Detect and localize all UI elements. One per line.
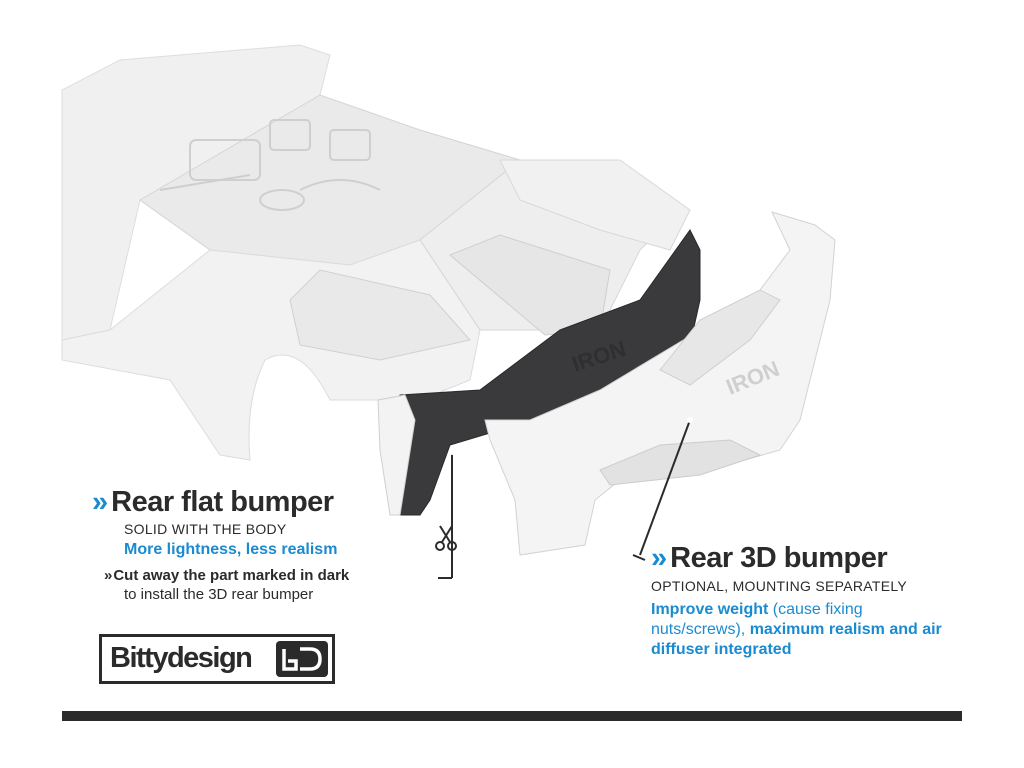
bumper-diffuser [599, 439, 762, 486]
engine-details [159, 119, 381, 211]
right-leader-line [639, 419, 691, 556]
footer-divider-bar [62, 711, 962, 721]
double-chevron-right-icon: » [651, 542, 667, 574]
bd-logo-icon [276, 641, 328, 677]
rear-3d-bumper-benefit: Improve weight (cause fixing nuts/screws… [651, 601, 942, 658]
cut-instruction-cont: to install the 3D rear bumper [124, 586, 314, 603]
left-leader-dot [449, 449, 455, 455]
logo-text: Bittydesign [110, 642, 253, 674]
rear-3d-bumper-subtitle: OPTIONAL, MOUNTING SEPARATELY [651, 578, 908, 594]
rear-3d-bumper-title: »Rear 3D bumper [651, 542, 888, 574]
rear-flat-bumper-title: »Rear flat bumper [92, 486, 334, 518]
rear-hatch-panel [449, 234, 611, 336]
rear-flat-bumper-benefit: More lightness, less realism [124, 541, 338, 558]
double-chevron-right-icon: » [104, 567, 112, 584]
scissors-icon [435, 525, 457, 551]
bittydesign-logo: Bittydesign [99, 634, 335, 684]
left-vent [289, 269, 471, 361]
rear-flat-bumper-subtitle: SOLID WITH THE BODY [124, 521, 287, 537]
double-chevron-right-icon: » [92, 486, 108, 518]
bumper-top-panel [659, 289, 781, 386]
rear-3d-bumper [484, 211, 836, 556]
cut-instruction: »Cut away the part marked in dark [104, 567, 350, 584]
right-fender [499, 159, 691, 251]
left-corner-cap [377, 394, 416, 516]
right-leader-dot [687, 417, 693, 423]
right-leader-tick [632, 554, 646, 561]
